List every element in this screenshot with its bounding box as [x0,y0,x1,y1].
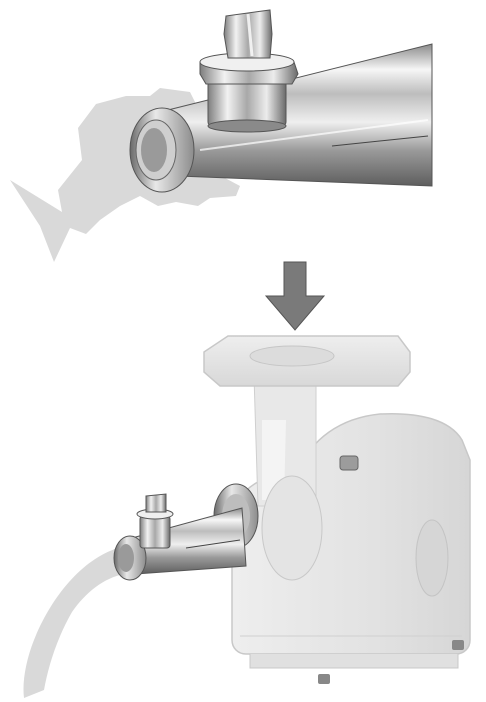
lock-button[interactable] [339,455,359,471]
grinder-head [261,475,323,581]
foot-back [452,640,464,650]
arrow-down-icon [264,261,326,331]
foot-front [318,674,330,684]
assembled-meat-grinder [23,335,471,698]
sausage-casing-tube [23,548,124,698]
sausage-attachment-closeup [10,9,433,262]
side-grip [415,519,449,597]
